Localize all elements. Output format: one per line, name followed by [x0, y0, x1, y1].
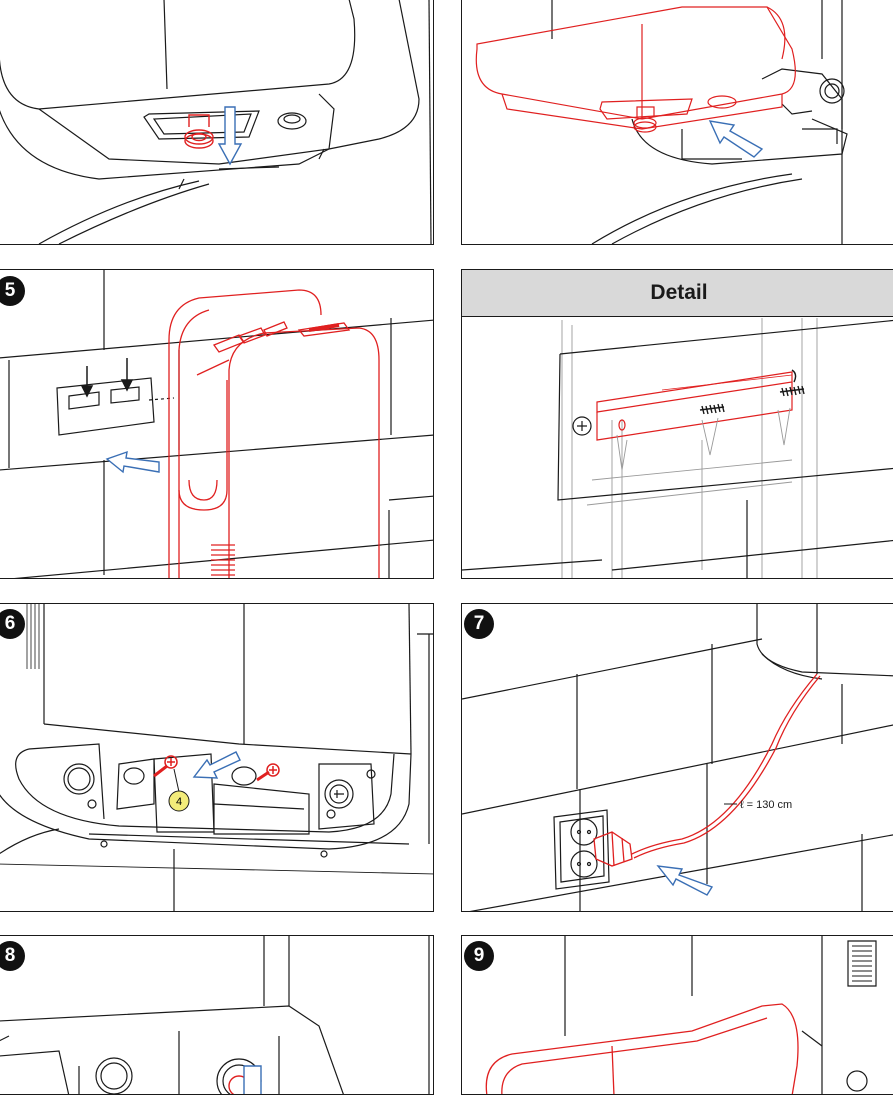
panel-step-7: 7	[461, 603, 893, 912]
step-badge: 9	[464, 941, 494, 971]
step-badge: 8	[0, 941, 25, 971]
dryer-bottom	[756, 604, 893, 680]
mounting-plate	[56, 377, 175, 436]
down-arrow-icon	[217, 106, 243, 166]
illustration-bracket-detail	[462, 318, 893, 578]
step-badge: 7	[464, 609, 494, 639]
illustration-fix-screws: 4	[0, 604, 433, 911]
dryer-body-red-outline	[168, 289, 380, 578]
socket-icon	[553, 809, 610, 890]
illustration-mount-dryer-on-plate	[0, 270, 433, 578]
faint-dryer-outline	[561, 318, 818, 578]
illustration-step-9	[485, 936, 877, 1094]
screw-icon	[779, 369, 805, 397]
plug-icon	[593, 673, 821, 867]
screw-icon	[699, 403, 725, 415]
panel-step-3	[0, 0, 434, 245]
bracket-red-outline	[596, 371, 793, 441]
screw-icon	[153, 755, 280, 782]
panel-detail: Detail	[461, 269, 893, 579]
dryer-body-red-outline	[475, 6, 796, 133]
dryer-body-red-outline	[485, 1003, 799, 1094]
panel-step-8: 8	[0, 935, 434, 1095]
callout-number: 4	[176, 796, 182, 808]
down-arrow-icon	[80, 358, 134, 398]
callout-4: 4	[168, 768, 190, 812]
step-badge: 6	[0, 609, 25, 639]
panel-step-4	[461, 0, 893, 245]
panel-step-6: 6	[0, 603, 434, 912]
insert-arrow-icon	[708, 120, 764, 158]
illustration-dryer-insert	[475, 0, 848, 244]
panel-step-9: 9	[461, 935, 893, 1095]
red-valve-nut-icon	[184, 114, 214, 149]
step-badge: 5	[0, 276, 25, 306]
insert-arrow-icon	[105, 450, 160, 474]
insert-arrow-icon	[192, 751, 241, 779]
svg-text:ℓ = 130 cm: ℓ = 130 cm	[740, 799, 792, 811]
screw-icon	[572, 416, 592, 436]
tile-wall	[0, 270, 433, 578]
cable-length-label: ℓ = 130 cm	[724, 799, 792, 811]
detail-title: Detail	[462, 270, 893, 317]
mounting-plate	[462, 319, 893, 578]
panel-step-5: 5	[0, 269, 434, 579]
illustration-plug-in-cable: ℓ = 130 cm	[462, 604, 893, 911]
illustration-dryer-bottom-valve	[0, 0, 432, 244]
insert-arrow-icon	[656, 865, 714, 896]
illustration-step-8	[0, 936, 430, 1094]
